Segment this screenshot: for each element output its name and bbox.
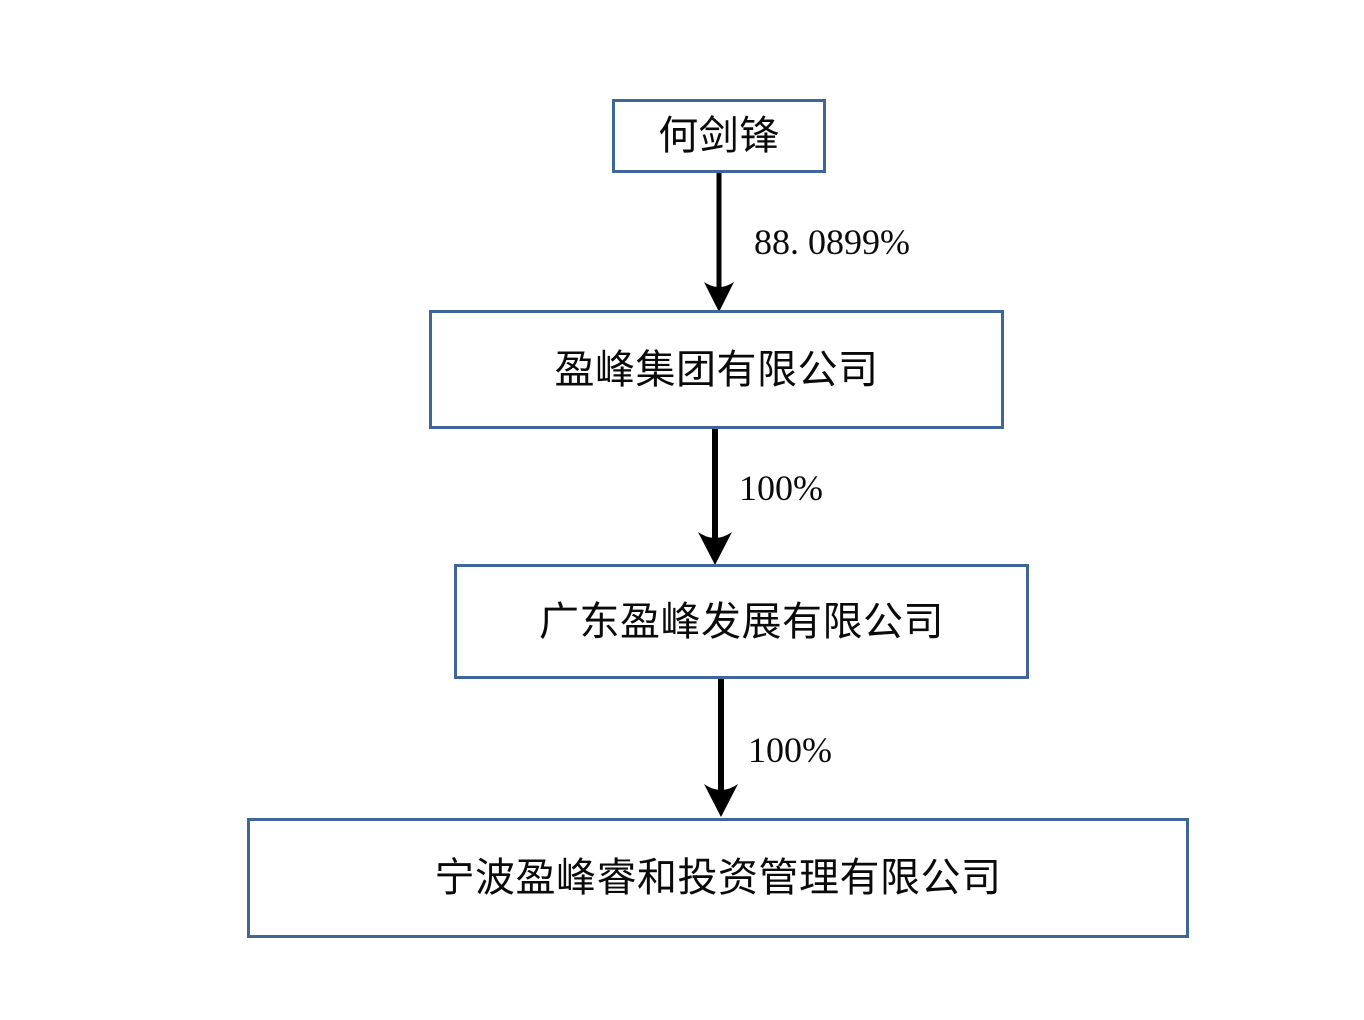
arrow-group-to-development xyxy=(696,428,736,568)
node-label-person: 何剑锋 xyxy=(658,113,780,158)
arrow-person-to-group-glyph xyxy=(704,170,734,312)
node-box-fund[interactable]: 宁波盈峰睿和投资管理有限公司 xyxy=(247,818,1189,938)
node-box-development[interactable]: 广东盈峰发展有限公司 xyxy=(454,564,1029,679)
arrow-person-to-group xyxy=(700,170,740,315)
node-label-development: 广东盈峰发展有限公司 xyxy=(539,598,944,644)
node-label-fund: 宁波盈峰睿和投资管理有限公司 xyxy=(434,855,1002,900)
node-label-group: 盈峰集团有限公司 xyxy=(554,346,879,392)
node-box-group[interactable]: 盈峰集团有限公司 xyxy=(429,310,1004,429)
arrow-development-to-fund xyxy=(701,678,743,820)
edge-label-person-to-group: 88. 0899% xyxy=(754,222,910,262)
edge-label-development-to-fund: 100% xyxy=(748,730,832,770)
arrow-group-to-development-glyph xyxy=(698,428,732,565)
node-box-person[interactable]: 何剑锋 xyxy=(612,99,826,173)
arrow-development-to-fund-glyph xyxy=(704,678,738,817)
edge-label-group-to-development: 100% xyxy=(739,468,823,508)
